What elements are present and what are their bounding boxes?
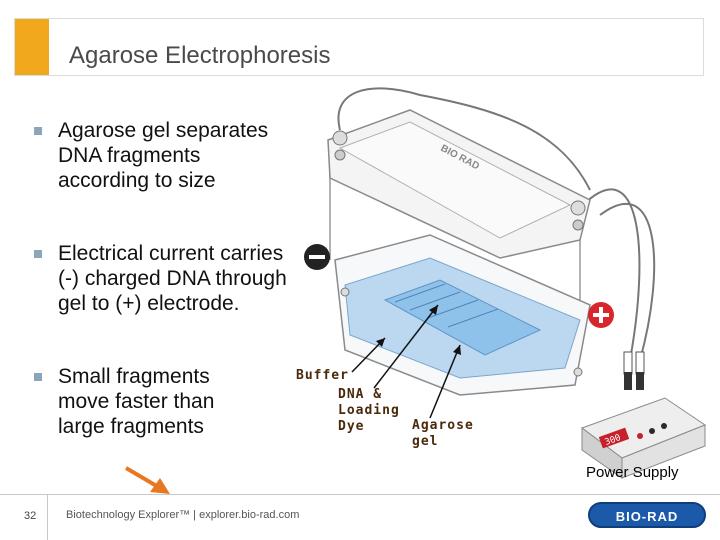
gel-tank bbox=[335, 235, 590, 395]
orange-arrow-icon bbox=[126, 468, 170, 494]
red-lead-wire bbox=[583, 189, 639, 360]
footer-text: Biotechnology Explorer™ | explorer.bio-r… bbox=[66, 509, 299, 521]
electrode-plugs bbox=[624, 352, 644, 390]
agarose-gel-label: Agarose gel bbox=[412, 418, 480, 450]
page-number: 32 bbox=[24, 510, 36, 522]
power-supply-label: Power Supply bbox=[586, 464, 679, 481]
chamber-lid: BIO RAD bbox=[328, 110, 590, 258]
positive-electrode-icon bbox=[588, 302, 614, 328]
dna-loading-dye-label: DNA & Loading Dye bbox=[338, 387, 408, 435]
logo-text: BIO-RAD bbox=[590, 509, 704, 524]
footer-vertical-divider bbox=[47, 494, 48, 540]
negative-electrode-icon bbox=[304, 244, 330, 270]
bio-rad-logo: BIO-RAD bbox=[588, 502, 706, 528]
footer-divider bbox=[0, 494, 720, 495]
black-lead-wire bbox=[600, 204, 654, 360]
buffer-label: Buffer bbox=[296, 368, 349, 384]
